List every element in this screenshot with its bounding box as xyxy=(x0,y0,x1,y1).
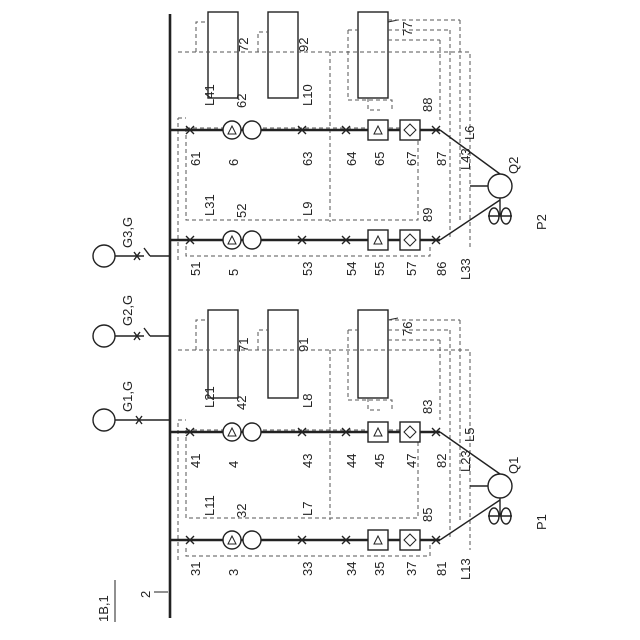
inverter-label: 37 xyxy=(404,562,419,576)
transformer-id-label: 62 xyxy=(234,94,249,108)
box-76 xyxy=(358,310,388,398)
box-72-label: 72 xyxy=(236,38,251,52)
transformer-primary xyxy=(223,231,241,249)
transformer-secondary xyxy=(243,423,261,441)
breaker-c-label: 34 xyxy=(344,562,359,576)
rectifier-box xyxy=(368,120,388,140)
generator-g2-label: G2,G xyxy=(120,295,135,326)
link-label: 89 xyxy=(420,208,435,222)
generator-g3: G3,G xyxy=(93,217,170,267)
inverter-box xyxy=(400,422,420,442)
rectifier-box xyxy=(368,530,388,550)
inverter-box xyxy=(400,230,420,250)
link-label: 88 xyxy=(420,98,435,112)
box-71 xyxy=(208,310,238,398)
inverter-label: 67 xyxy=(404,152,419,166)
rectifier-label: 55 xyxy=(372,262,387,276)
transformer-secondary xyxy=(243,231,261,249)
breaker-d-label: 81 xyxy=(434,562,449,576)
box-77-label: 77 xyxy=(400,22,415,36)
rectifier-label: 65 xyxy=(372,152,387,166)
breaker-c-label: 44 xyxy=(344,454,359,468)
transformer-primary xyxy=(223,121,241,139)
breaker-d-label: 82 xyxy=(434,454,449,468)
line-label: L10 xyxy=(300,84,315,106)
box-76-label: 76 xyxy=(400,322,415,336)
breaker-b-label: 33 xyxy=(300,562,315,576)
generator-g1-label: G1,G xyxy=(120,381,135,412)
main-bus-label: 2 xyxy=(138,591,153,598)
breaker-b-label: 53 xyxy=(300,262,315,276)
box-77 xyxy=(358,12,388,98)
feeder-label: L41 xyxy=(202,84,217,106)
feeder-label: L21 xyxy=(202,386,217,408)
transformer-primary xyxy=(223,423,241,441)
drive-unit-1: 31 3 32 L11 33 L7 34 35 37 81 L13 85 xyxy=(170,495,473,580)
pump-q1-label: Q1 xyxy=(506,457,521,474)
breaker-b-label: 63 xyxy=(300,152,315,166)
breaker-a-label: 51 xyxy=(188,262,203,276)
inverter-box xyxy=(400,120,420,140)
feeder-label: L31 xyxy=(202,194,217,216)
transformer-id-label: 32 xyxy=(234,504,249,518)
transformer-label: 3 xyxy=(226,569,241,576)
transformer-label: 6 xyxy=(226,159,241,166)
pump-p1-label: P1 xyxy=(534,514,549,530)
generator-g2: G2,G xyxy=(93,295,170,347)
pump-p2-label: P2 xyxy=(534,214,549,230)
drive-unit-3: 51 5 52 L31 53 L9 54 55 57 86 L33 89 xyxy=(170,194,473,280)
breaker-a-label: 31 xyxy=(188,562,203,576)
drive-unit-4: 61 6 62 L41 63 L10 64 65 67 87 L43 88L6 xyxy=(170,84,477,170)
link2-label: L5 xyxy=(462,428,477,442)
transformer-secondary xyxy=(243,531,261,549)
rectifier-label: 35 xyxy=(372,562,387,576)
line-label: L7 xyxy=(300,502,315,516)
generator-g3-label: G3,G xyxy=(120,217,135,248)
motor-line-label: L43 xyxy=(458,148,473,170)
transformer-label: 4 xyxy=(226,461,241,468)
drive-unit-2: 41442L2143L844454782L2383L5 xyxy=(170,386,477,472)
generator-g1: G1,G xyxy=(93,381,170,431)
link2-label: L6 xyxy=(462,126,477,140)
rectifier-box xyxy=(368,422,388,442)
transformer-primary xyxy=(223,531,241,549)
box-92 xyxy=(268,12,298,98)
breaker-b-label: 43 xyxy=(300,454,315,468)
transformer-id-label: 52 xyxy=(234,204,249,218)
breaker-c-label: 64 xyxy=(344,152,359,166)
transformer-label: 5 xyxy=(226,269,241,276)
breaker-d-label: 87 xyxy=(434,152,449,166)
pump-q1: Q1 P1 xyxy=(470,457,549,530)
breaker-c-label: 54 xyxy=(344,262,359,276)
pump-q2-label: Q2 xyxy=(506,157,521,174)
link-label: 85 xyxy=(420,508,435,522)
transformer-id-label: 42 xyxy=(234,396,249,410)
rectifier-label: 45 xyxy=(372,454,387,468)
link-label: 83 xyxy=(420,400,435,414)
line-label: L8 xyxy=(300,394,315,408)
inverter-label: 57 xyxy=(404,262,419,276)
inverter-label: 47 xyxy=(404,454,419,468)
box-91 xyxy=(268,310,298,398)
inverter-box xyxy=(400,530,420,550)
breaker-a-label: 61 xyxy=(188,152,203,166)
breaker-a-label: 41 xyxy=(188,454,203,468)
figure-label: 1B,1 xyxy=(96,595,111,622)
line-label: L9 xyxy=(300,202,315,216)
feeder-label: L11 xyxy=(202,495,217,516)
motor-line-label: L33 xyxy=(458,258,473,280)
transformer-secondary xyxy=(243,121,261,139)
rectifier-box xyxy=(368,230,388,250)
box-92-label: 92 xyxy=(296,38,311,52)
pump-q2: Q2 P2 xyxy=(470,157,549,230)
motor-line-label: L13 xyxy=(458,558,473,580)
breaker-d-label: 86 xyxy=(434,262,449,276)
